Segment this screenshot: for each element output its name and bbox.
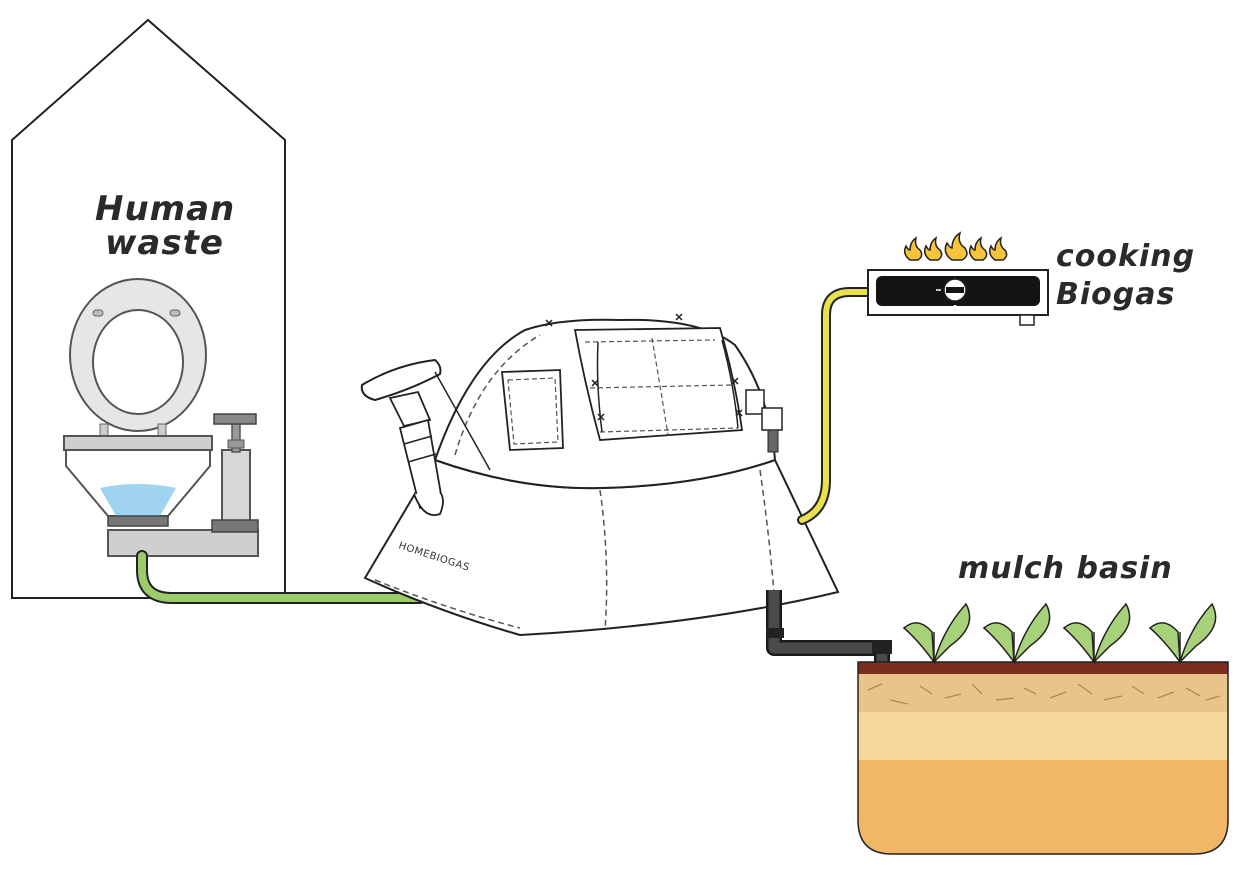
cooking-label-line2: Biogas [1056,277,1175,312]
cooking-label-line1: cooking [1056,239,1195,274]
plant-icon [1150,604,1216,662]
gas-stove [868,233,1048,325]
mulch-basin-label: mulch basin [958,551,1173,586]
plant-icon [904,604,970,662]
plant-icon [1064,604,1130,662]
plant-icons [904,604,1216,662]
mulch-basin [858,662,1228,854]
human-waste-label-line2: waste [105,223,224,263]
plant-icon [984,604,1050,662]
yellow-gas-pipe [802,292,872,520]
flame-icons [905,233,1007,260]
